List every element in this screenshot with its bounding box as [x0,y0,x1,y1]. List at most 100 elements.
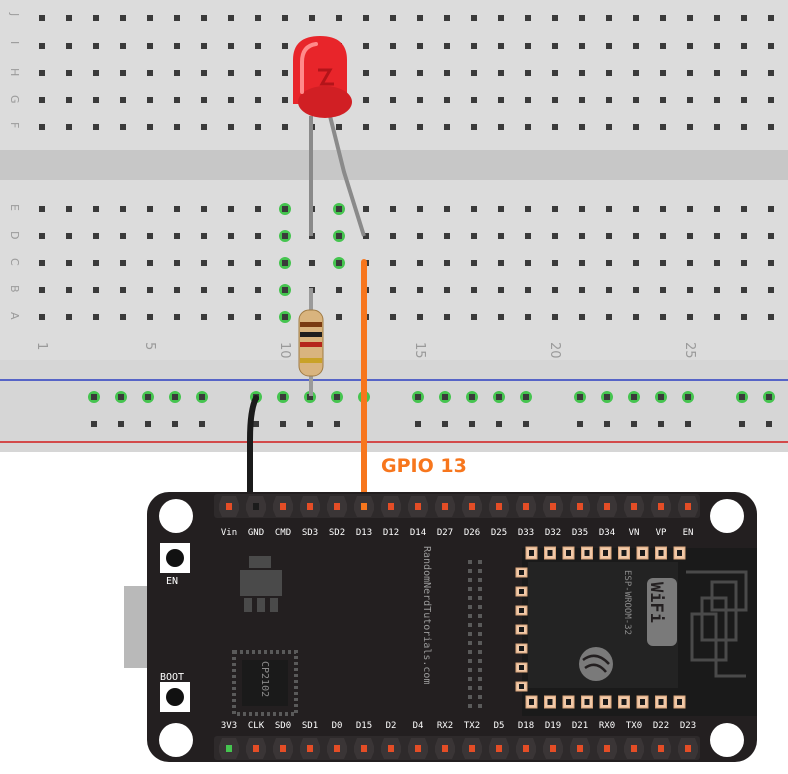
rail-hole[interactable] [766,394,772,400]
breadboard-hole[interactable] [147,233,153,239]
breadboard-hole[interactable] [417,314,423,320]
rail-hole[interactable] [631,421,637,427]
rail-hole[interactable] [442,394,448,400]
breadboard-hole[interactable] [444,287,450,293]
breadboard-hole[interactable] [66,97,72,103]
breadboard-hole[interactable] [687,314,693,320]
breadboard-hole[interactable] [525,260,531,266]
breadboard-hole[interactable] [93,124,99,130]
breadboard-hole[interactable] [66,70,72,76]
breadboard-hole[interactable] [93,233,99,239]
breadboard-hole[interactable] [336,260,342,266]
breadboard-hole[interactable] [552,314,558,320]
breadboard-hole[interactable] [498,97,504,103]
breadboard-hole[interactable] [741,70,747,76]
breadboard-hole[interactable] [255,233,261,239]
breadboard-hole[interactable] [444,206,450,212]
breadboard-hole[interactable] [552,206,558,212]
breadboard-hole[interactable] [255,97,261,103]
breadboard-hole[interactable] [174,43,180,49]
rail-hole[interactable] [91,421,97,427]
breadboard-hole[interactable] [417,124,423,130]
breadboard-hole[interactable] [120,15,126,21]
breadboard-hole[interactable] [363,15,369,21]
top-pin-socket[interactable] [388,503,394,510]
breadboard-hole[interactable] [498,15,504,21]
breadboard-hole[interactable] [120,260,126,266]
breadboard-hole[interactable] [174,260,180,266]
breadboard-hole[interactable] [444,260,450,266]
breadboard-hole[interactable] [66,124,72,130]
breadboard-hole[interactable] [255,314,261,320]
breadboard-hole[interactable] [552,70,558,76]
breadboard-hole[interactable] [363,124,369,130]
breadboard-hole[interactable] [336,287,342,293]
rail-hole[interactable] [577,421,583,427]
breadboard-hole[interactable] [498,314,504,320]
rail-hole[interactable] [172,394,178,400]
rail-hole[interactable] [280,421,286,427]
breadboard-hole[interactable] [93,15,99,21]
rail-hole[interactable] [685,421,691,427]
rail-hole[interactable] [685,394,691,400]
top-pin-socket[interactable] [550,503,556,510]
breadboard-hole[interactable] [417,70,423,76]
breadboard-hole[interactable] [336,233,342,239]
bottom-pin-socket[interactable] [577,745,583,752]
breadboard-hole[interactable] [417,233,423,239]
breadboard-hole[interactable] [471,314,477,320]
breadboard-hole[interactable] [390,287,396,293]
bottom-pin-socket[interactable] [280,745,286,752]
breadboard-hole[interactable] [552,287,558,293]
breadboard-hole[interactable] [741,314,747,320]
breadboard-hole[interactable] [228,233,234,239]
breadboard-hole[interactable] [552,233,558,239]
breadboard-hole[interactable] [741,97,747,103]
breadboard-hole[interactable] [660,70,666,76]
breadboard-hole[interactable] [633,70,639,76]
breadboard-hole[interactable] [228,15,234,21]
rail-hole[interactable] [415,394,421,400]
breadboard-hole[interactable] [498,206,504,212]
breadboard-hole[interactable] [660,206,666,212]
breadboard-hole[interactable] [39,124,45,130]
bottom-pin-socket[interactable] [226,745,232,752]
breadboard-hole[interactable] [579,70,585,76]
breadboard-hole[interactable] [201,260,207,266]
rail-hole[interactable] [253,421,259,427]
breadboard-hole[interactable] [174,15,180,21]
rail-hole[interactable] [307,394,313,400]
breadboard-hole[interactable] [471,287,477,293]
breadboard-hole[interactable] [579,43,585,49]
breadboard-hole[interactable] [741,15,747,21]
breadboard-hole[interactable] [714,70,720,76]
resistor[interactable] [298,288,324,396]
bottom-pin-socket[interactable] [361,745,367,752]
breadboard-hole[interactable] [660,43,666,49]
breadboard-hole[interactable] [363,43,369,49]
breadboard-hole[interactable] [39,287,45,293]
breadboard-hole[interactable] [39,70,45,76]
breadboard-hole[interactable] [201,70,207,76]
breadboard-hole[interactable] [147,43,153,49]
breadboard-hole[interactable] [714,97,720,103]
breadboard-hole[interactable] [147,124,153,130]
breadboard-hole[interactable] [120,206,126,212]
breadboard-hole[interactable] [39,15,45,21]
rail-hole[interactable] [334,394,340,400]
rail-hole[interactable] [199,421,205,427]
breadboard-hole[interactable] [309,260,315,266]
breadboard-hole[interactable] [579,206,585,212]
rail-hole[interactable] [469,394,475,400]
breadboard-hole[interactable] [93,260,99,266]
top-pin-socket[interactable] [469,503,475,510]
breadboard-hole[interactable] [741,260,747,266]
breadboard-hole[interactable] [525,97,531,103]
breadboard-hole[interactable] [471,124,477,130]
breadboard-hole[interactable] [606,97,612,103]
bottom-pin-socket[interactable] [253,745,259,752]
breadboard-hole[interactable] [444,15,450,21]
rail-hole[interactable] [658,394,664,400]
breadboard-hole[interactable] [282,206,288,212]
breadboard-hole[interactable] [633,15,639,21]
